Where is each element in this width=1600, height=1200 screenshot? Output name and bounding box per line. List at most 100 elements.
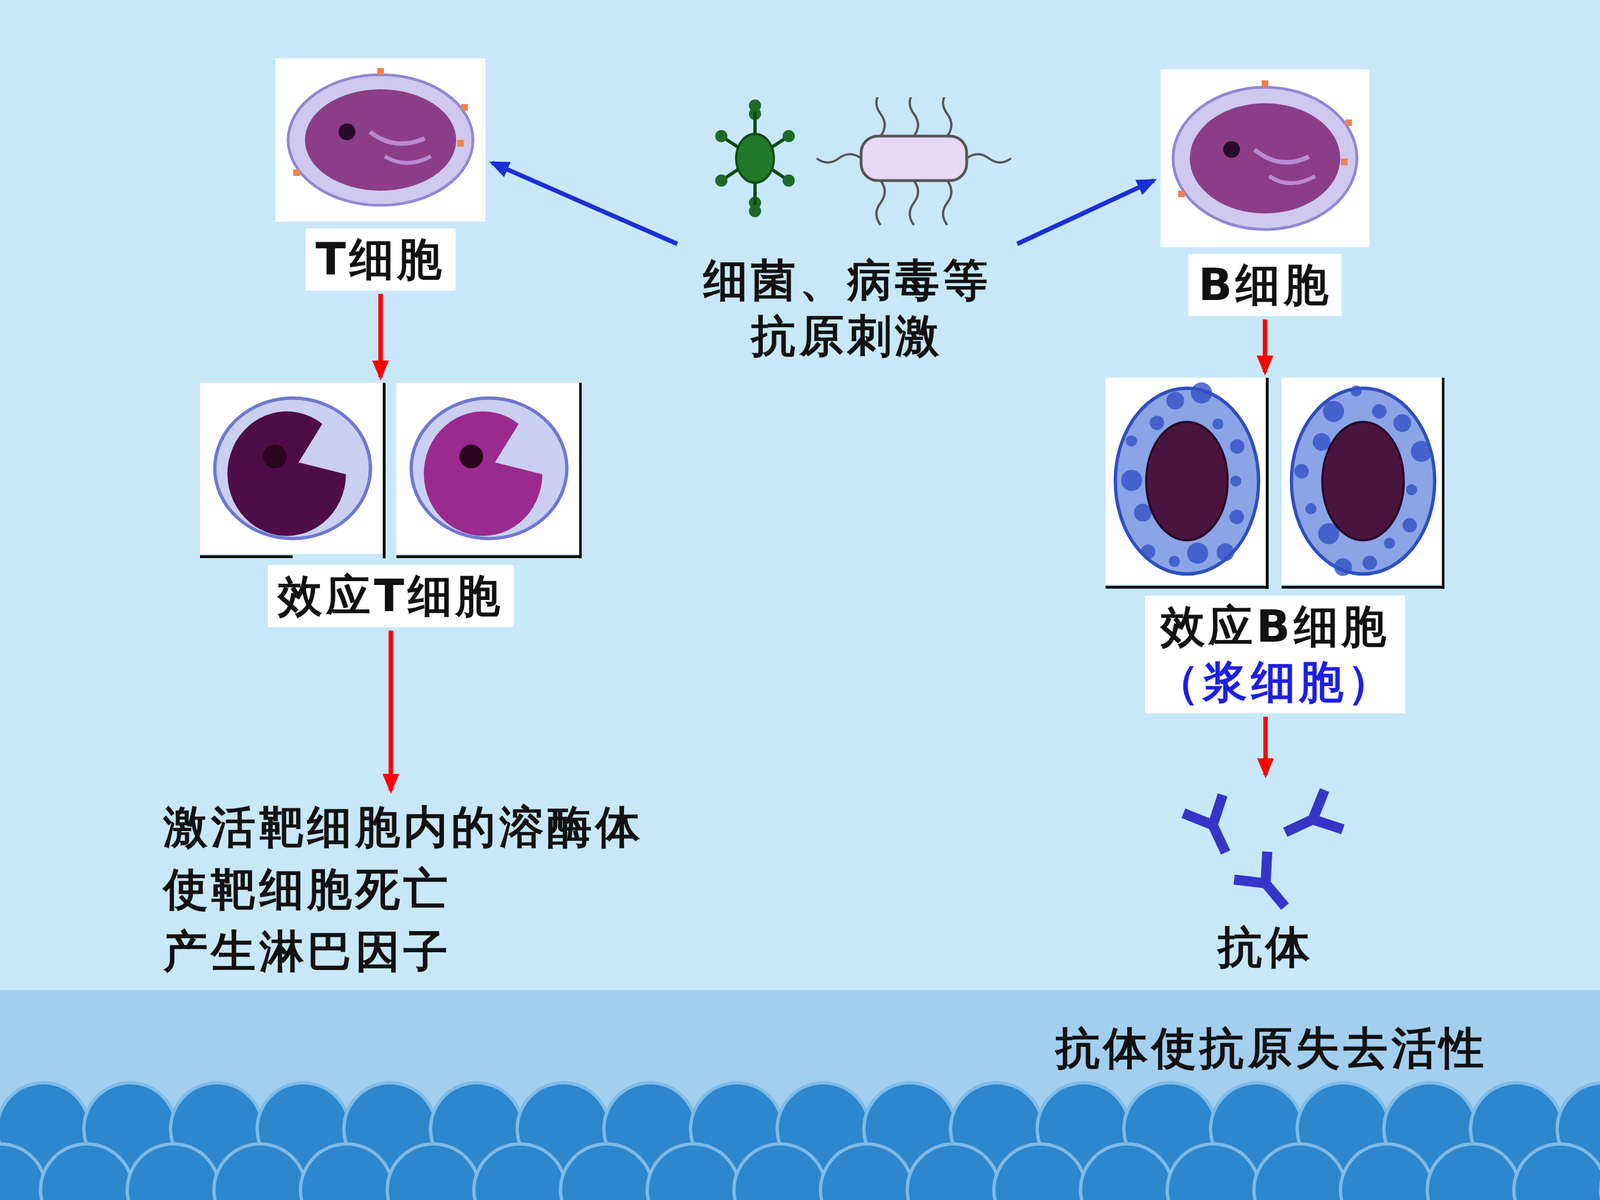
cell-illustration (1160, 69, 1370, 248)
cell-illustration (680, 97, 1014, 248)
flagellum (943, 97, 952, 137)
label-box: 效应B细胞（浆细胞） (1145, 595, 1405, 714)
effect-text: 使靶细胞死亡 (163, 858, 719, 921)
cell-illustration (1105, 377, 1445, 589)
nucleus-fold (370, 131, 425, 144)
scallop (127, 1143, 220, 1200)
cell-membrane (1173, 87, 1358, 230)
cell-illustration (275, 58, 486, 222)
frame-line (1266, 377, 1269, 589)
nucleolus (338, 123, 355, 140)
er-granule (1362, 555, 1378, 570)
er-granule (1322, 401, 1344, 423)
er-granule (1141, 544, 1156, 559)
er-granule (1393, 413, 1412, 432)
scallop (993, 1143, 1087, 1200)
nucleolus (459, 444, 484, 469)
er-granule (1187, 542, 1209, 564)
photo-panel (1105, 377, 1269, 589)
antibody-icon (1233, 851, 1302, 920)
er-granule (1126, 435, 1138, 447)
cell-nucleus (1146, 422, 1228, 541)
function-list: 激活靶细胞内的溶酶体使靶细胞死亡产生淋巴因子 (163, 796, 719, 983)
cell-nucleus (227, 411, 346, 537)
arrow-connector (1263, 716, 1268, 775)
virus-knob (748, 205, 762, 218)
frame-line (1281, 586, 1445, 589)
frame-line (200, 555, 293, 559)
photo-panel (200, 382, 386, 559)
panel-ground (1281, 377, 1445, 585)
antibody-shape (1183, 795, 1245, 862)
panel-ground (1105, 377, 1269, 585)
er-granule (1149, 415, 1164, 430)
er-granule (1166, 391, 1185, 410)
er-granule (1411, 441, 1433, 463)
scallop (1340, 1143, 1433, 1200)
cell-illustration (200, 382, 582, 559)
antibody-shape (1276, 790, 1343, 852)
virus-knob (782, 174, 795, 187)
nucleolus (262, 444, 287, 469)
antibody-node: 抗体 (1173, 780, 1358, 975)
antigen-node: 细菌、病毒等 抗原刺激 (680, 97, 1014, 364)
er-granule (1230, 439, 1245, 454)
arrow-connector (1262, 319, 1268, 373)
panel-ground (396, 382, 583, 554)
sky-ground (0, 0, 1600, 990)
er-granule (1229, 509, 1244, 524)
cell-membrane (215, 398, 371, 539)
cell-cytoplasm (1291, 388, 1435, 574)
scallop (387, 1143, 480, 1200)
arrow-connector (378, 293, 383, 378)
node-label: 效应B细胞 (1155, 598, 1395, 655)
er-granule (1230, 475, 1242, 487)
cell-box: 效应B细胞（浆细胞） (1105, 377, 1445, 714)
antibody-icon (1183, 795, 1245, 862)
virus-knob (748, 99, 762, 112)
node-label: 效应T细胞 (277, 568, 504, 624)
granule (461, 103, 468, 111)
scallop (1167, 1143, 1260, 1200)
cell-nucleus (1322, 422, 1404, 541)
scallop (1513, 1143, 1600, 1200)
flagellum (966, 154, 1012, 163)
flagellum (943, 180, 952, 225)
note-text: 抗体使抗原失去活性 (1055, 1020, 1488, 1077)
er-granule (1334, 558, 1353, 577)
frame-line (382, 382, 386, 559)
cell-cytoplasm (1115, 388, 1259, 574)
scallop (907, 1143, 1000, 1200)
panel-ground (200, 382, 386, 554)
cell-box: 效应T细胞 (200, 382, 582, 628)
label-box: B细胞 (1188, 253, 1342, 317)
node-label: T细胞 (315, 231, 446, 288)
effect-text: 产生淋巴因子 (163, 920, 719, 983)
frame-line (1442, 377, 1445, 589)
photo-panel (396, 382, 583, 559)
scallop (647, 1143, 740, 1200)
text-holder: 抗体 (1173, 919, 1358, 975)
er-granule (1168, 555, 1180, 567)
flagellum (876, 97, 885, 137)
virus-body (736, 133, 774, 183)
er-granule (1191, 382, 1213, 404)
arrow-connector (1017, 180, 1154, 244)
frame-line (1105, 586, 1269, 589)
photo-panel (275, 58, 486, 222)
er-granule (1216, 543, 1235, 562)
arrow-connector (388, 630, 394, 791)
text-holder: 效应T细胞 (200, 558, 582, 628)
granule (457, 140, 464, 147)
virus-knob (715, 174, 728, 187)
frame-line (396, 555, 583, 559)
granule (377, 68, 384, 75)
text-holder: 激活靶细胞内的溶酶体使靶细胞死亡产生淋巴因子 (163, 796, 719, 983)
cell-illustration (1173, 780, 1358, 920)
cell-nucleus (423, 411, 543, 537)
er-granule (1294, 463, 1309, 479)
node-label: 细菌、病毒等 抗原刺激 (683, 252, 1012, 364)
cell-box: T细胞 (275, 58, 486, 291)
nucleus-fold (385, 156, 432, 163)
